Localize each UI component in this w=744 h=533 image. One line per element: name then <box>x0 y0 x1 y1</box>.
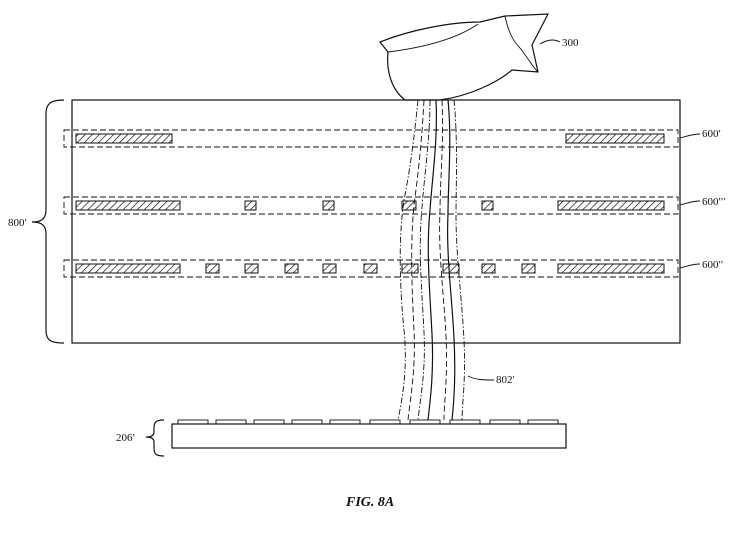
leader-600-triple-prime <box>679 200 701 206</box>
sensor-array <box>171 419 567 449</box>
label-600-double-prime: 600′′ <box>702 259 723 271</box>
layer-600-triple-prime <box>63 196 679 215</box>
leader-802 <box>467 375 495 381</box>
label-802: 802′ <box>496 374 515 386</box>
label-600-triple-prime: 600′′′ <box>702 196 726 208</box>
label-600-prime: 600′ <box>702 128 721 140</box>
display-stack-outline <box>71 99 681 344</box>
light-paths <box>397 99 466 421</box>
figure-caption: FIG. 8A <box>345 495 394 510</box>
layer-600-prime <box>63 129 679 148</box>
stack-brace <box>31 99 65 344</box>
label-300: 300 <box>562 37 579 49</box>
finger-device <box>379 13 550 101</box>
label-206: 206′ <box>116 432 135 444</box>
sensor-brace <box>145 419 165 457</box>
leader-600-prime <box>679 133 701 139</box>
leader-600-double-prime <box>679 263 701 269</box>
label-800: 800′ <box>8 217 27 229</box>
layer-600-double-prime <box>63 259 679 278</box>
device-leader-line <box>539 39 561 45</box>
